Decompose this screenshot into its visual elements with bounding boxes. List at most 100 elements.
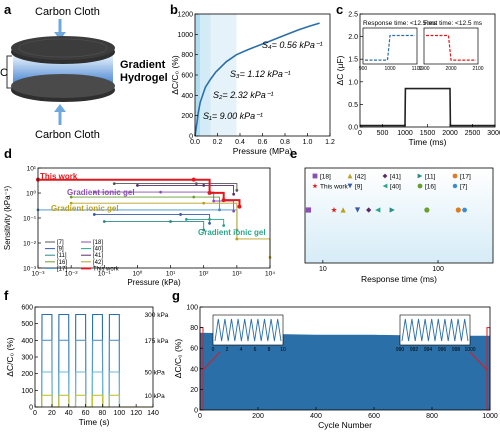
series-point <box>232 209 236 213</box>
y-tick-label: 400 <box>181 93 193 100</box>
series-point <box>191 177 196 182</box>
y-tick-label: 800 <box>181 52 193 59</box>
x-tick-label: 140 <box>147 410 159 417</box>
inset-x-tick-label: 1000 <box>464 347 475 353</box>
y-tick-label: 60 <box>190 346 198 353</box>
series-point <box>212 199 216 203</box>
y-tick-label: 300 <box>21 354 33 361</box>
device-schematic: Carbon Cloth C Gradient Hydrogel Carbon … <box>0 6 168 141</box>
inset-signal <box>365 34 415 61</box>
y-tick-label: 500 <box>21 321 33 328</box>
y-tick-label: 0 <box>29 404 33 411</box>
panel-letter-g: g <box>172 288 180 303</box>
series-line <box>104 221 205 231</box>
label-gradient-gel-3: Gradient ionic gel <box>198 228 266 237</box>
marker-triangle <box>354 207 361 213</box>
legend-label: [9] <box>355 184 362 191</box>
legend-label: [16] <box>57 260 67 266</box>
legend-label: [17] <box>460 174 471 181</box>
x-tick-label: 0 <box>33 410 37 417</box>
y-tick-label: 10⁻¹ <box>23 215 37 222</box>
x-tick-label: 2500 <box>465 130 481 137</box>
series-point <box>235 188 239 192</box>
inset-x-tick-label: 996 <box>438 347 447 353</box>
x-tick-label: 0.8 <box>280 139 290 146</box>
series-point <box>69 201 73 205</box>
legend-label: [18] <box>93 240 103 246</box>
inset-c1-title: Response time: <12.5 ms <box>363 20 438 27</box>
plot-frame <box>34 306 154 408</box>
series-point <box>232 192 236 196</box>
y-tick-label: 40 <box>190 366 198 373</box>
series-label: 50 kPa <box>145 370 166 377</box>
marker-circle <box>452 173 458 179</box>
series-point <box>69 195 73 199</box>
shaded-region <box>200 14 211 136</box>
annotation-s3: S₃= 1.12 kPa⁻¹ <box>230 69 291 79</box>
marker-triangle <box>417 173 423 179</box>
inset-x-tick-label: 10 <box>280 347 286 353</box>
hydrogel-label-2: Hydrogel <box>120 72 168 84</box>
legend-label: [41] <box>390 174 401 181</box>
legend-label: [7] <box>57 240 64 246</box>
legend-label: [11] <box>57 253 67 259</box>
inset-x-tick-label: 2100 <box>472 66 483 72</box>
x-tick-label: 10 <box>319 266 327 273</box>
y-axis-label: ΔC (μF) <box>335 55 345 85</box>
series-point <box>235 237 239 241</box>
inset-x-tick-label: 994 <box>424 347 433 353</box>
inset-x-tick-label: 1000 <box>384 66 395 72</box>
x-tick-label: 0.0 <box>190 139 200 146</box>
legend-label: [11] <box>425 174 436 181</box>
inset-frame <box>362 27 418 65</box>
pulse-series <box>35 394 153 408</box>
y-axis-label: Sensitivity (kPa⁻¹) <box>3 186 12 251</box>
inset-cycles <box>401 318 469 342</box>
marker-circle <box>417 183 423 189</box>
x-tick-label: 60 <box>82 410 90 417</box>
x-tick-label: 1500 <box>420 130 436 137</box>
series-point <box>159 190 162 194</box>
y-tick-label: 10⁻³ <box>23 265 37 272</box>
legend-label: [41] <box>93 253 103 259</box>
panel-letter-d: d <box>4 146 12 161</box>
series-line <box>186 218 225 226</box>
annotation-s2: S₂= 2.32 kPa⁻¹ <box>213 90 273 100</box>
y-tick-label: 2.0 <box>348 34 358 41</box>
top-cloth-texture <box>18 38 108 58</box>
y-tick-label: 0.0 <box>348 124 358 131</box>
y-tick-label: 10¹ <box>27 165 37 172</box>
panel-letter-e: e <box>290 146 297 161</box>
y-axis-label: ΔC/C₀ (%) <box>173 339 183 379</box>
x-tick-label: 400 <box>310 413 322 420</box>
y-tick-label: 80 <box>190 325 198 332</box>
x-tick-label: 10² <box>199 271 209 278</box>
x-tick-label: 10⁻² <box>65 271 79 278</box>
marker-triangle <box>340 207 346 213</box>
series-point <box>202 201 206 205</box>
y-tick-label: 0 <box>194 407 198 414</box>
x-tick-label: 10³ <box>232 271 242 278</box>
top-arrow-head <box>54 32 66 40</box>
plot-frame <box>304 167 494 264</box>
x-axis-label: Time (ms) <box>409 137 447 147</box>
hydrogel-label-1: Gradient <box>120 59 166 71</box>
y-tick-label: 0.5 <box>348 102 358 109</box>
series-label: 300 kPa <box>145 312 169 319</box>
series-point <box>136 183 139 187</box>
label-gradient-gel-2: Gradient ionic gel <box>51 204 119 213</box>
sensitivity-annotations: S₄= 0.56 kPa⁻¹ S₃= 1.12 kPa⁻¹ S₂= 2.32 k… <box>203 40 323 121</box>
y-tick-label: 2.5 <box>348 11 358 18</box>
inset-x-tick-label: 1900 <box>418 66 429 72</box>
x-tick-label: 2000 <box>442 130 458 137</box>
x-tick-label: 0.2 <box>213 139 223 146</box>
x-tick-label: 600 <box>368 413 380 420</box>
y-tick-label: 200 <box>21 371 33 378</box>
marker-diamond <box>382 173 388 179</box>
legend-label: [9] <box>57 247 64 253</box>
inset-x-tick-label: 8 <box>268 347 271 353</box>
